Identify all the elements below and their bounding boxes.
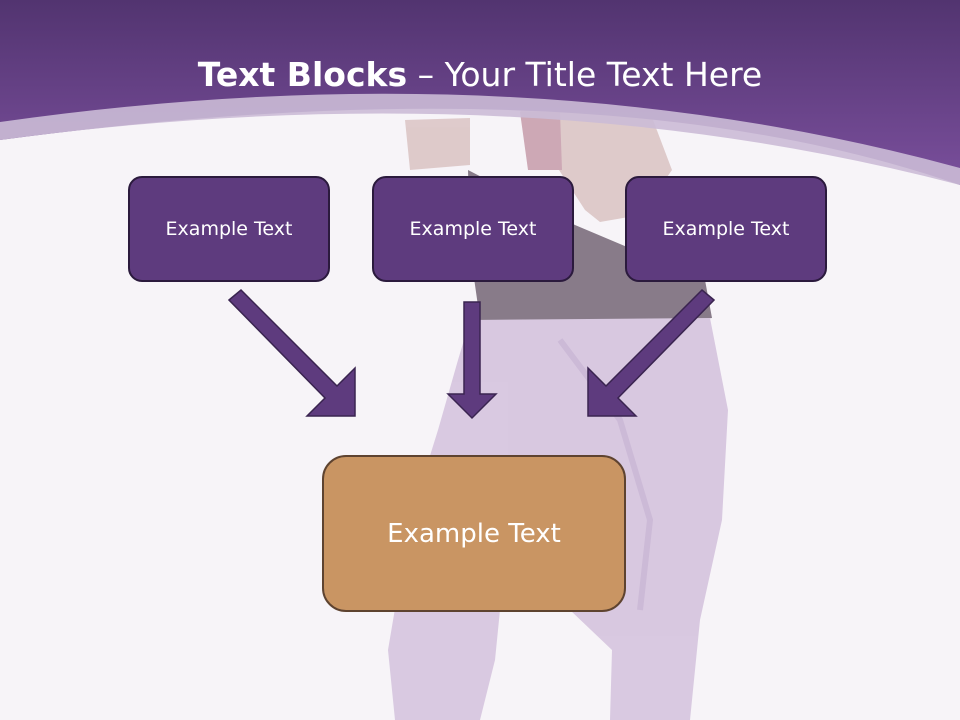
text-block-2[interactable]: Example Text (372, 176, 574, 282)
text-block-3[interactable]: Example Text (625, 176, 827, 282)
text-block-result[interactable]: Example Text (322, 455, 626, 612)
arrow-left (227, 288, 356, 417)
arrow-middle (446, 301, 498, 420)
title-bold: Text Blocks (197, 55, 408, 94)
title-dash: – (417, 55, 435, 94)
header-band (0, 0, 960, 185)
slide-title: Text Blocks – Your Title Text Here (0, 52, 960, 98)
title-rest: Your Title Text Here (444, 55, 763, 94)
text-block-1[interactable]: Example Text (128, 176, 330, 282)
arrow-right (587, 288, 716, 417)
header-swoosh (0, 93, 960, 185)
